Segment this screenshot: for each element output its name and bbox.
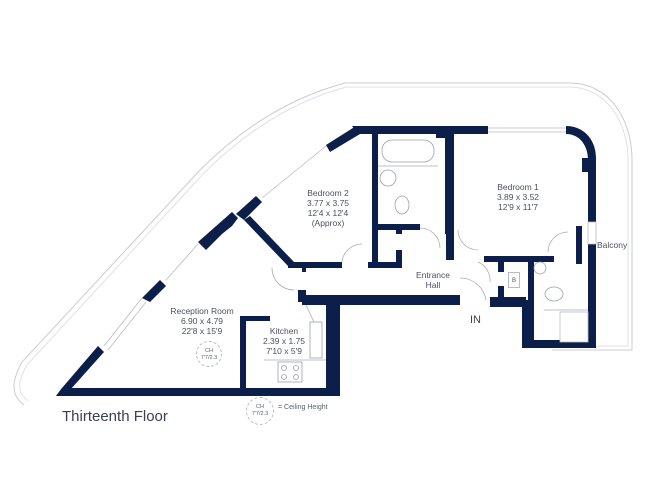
boiler-cupboard-label: B <box>508 272 520 288</box>
room-label-bedroom-1: Bedroom 1 3.89 x 3.52 12'9 x 11'7 <box>490 182 546 212</box>
legend-ch-value: 7'7/2.3 <box>251 411 269 417</box>
ch-label: CH <box>205 348 213 354</box>
kitchen-imperial: 7'10 x 5'9 <box>266 346 302 356</box>
bedroom2-note: (Approx) <box>311 218 345 228</box>
ceiling-height-legend-marker: CH 7'7/2.3 <box>246 397 274 425</box>
kitchen-metric: 2.39 x 1.75 <box>262 336 306 346</box>
ceiling-height-marker: CH 7'7/2.3 <box>196 341 222 367</box>
bedroom2-name: Bedroom 2 <box>307 188 349 198</box>
ceiling-height-legend-text: = Ceiling Height <box>278 404 328 411</box>
room-label-balcony: Balcony <box>597 240 628 250</box>
bedroom1-metric: 3.89 x 3.52 <box>496 192 540 202</box>
terrace-outline <box>13 82 633 406</box>
bedroom2-imperial: 12'4 x 12'4 <box>307 208 349 218</box>
reception-metric: 6.90 x 4.79 <box>180 316 224 326</box>
room-label-reception: Reception Room 6.90 x 4.79 22'8 x 15'9 <box>158 306 246 336</box>
legend-ch-label: CH <box>256 404 264 410</box>
walls <box>56 126 596 396</box>
windows <box>103 127 597 351</box>
bathroom-fixtures <box>378 139 588 337</box>
room-label-bedroom-2: Bedroom 2 3.77 x 3.75 12'4 x 12'4 (Appro… <box>298 188 358 228</box>
kitchen-name: Kitchen <box>269 326 299 336</box>
room-label-entrance-hall: Entrance Hall <box>408 270 458 290</box>
entrance-hall-line2: Hall <box>425 280 441 290</box>
door-swings <box>271 227 569 323</box>
bedroom2-metric: 3.77 x 3.75 <box>306 198 350 208</box>
ch-value: 7'7/2.3 <box>200 355 218 361</box>
entrance-in-marker: IN <box>470 314 481 326</box>
bedroom1-name: Bedroom 1 <box>497 182 539 192</box>
reception-imperial: 22'8 x 15'9 <box>181 326 223 336</box>
reception-name: Reception Room <box>170 306 234 316</box>
entrance-hall-line1: Entrance <box>415 270 451 280</box>
floor-title: Thirteenth Floor <box>62 408 168 425</box>
kitchen-fixtures <box>264 321 326 383</box>
bedroom1-imperial: 12'9 x 11'7 <box>498 202 538 212</box>
room-label-kitchen: Kitchen 2.39 x 1.75 7'10 x 5'9 <box>256 326 312 356</box>
